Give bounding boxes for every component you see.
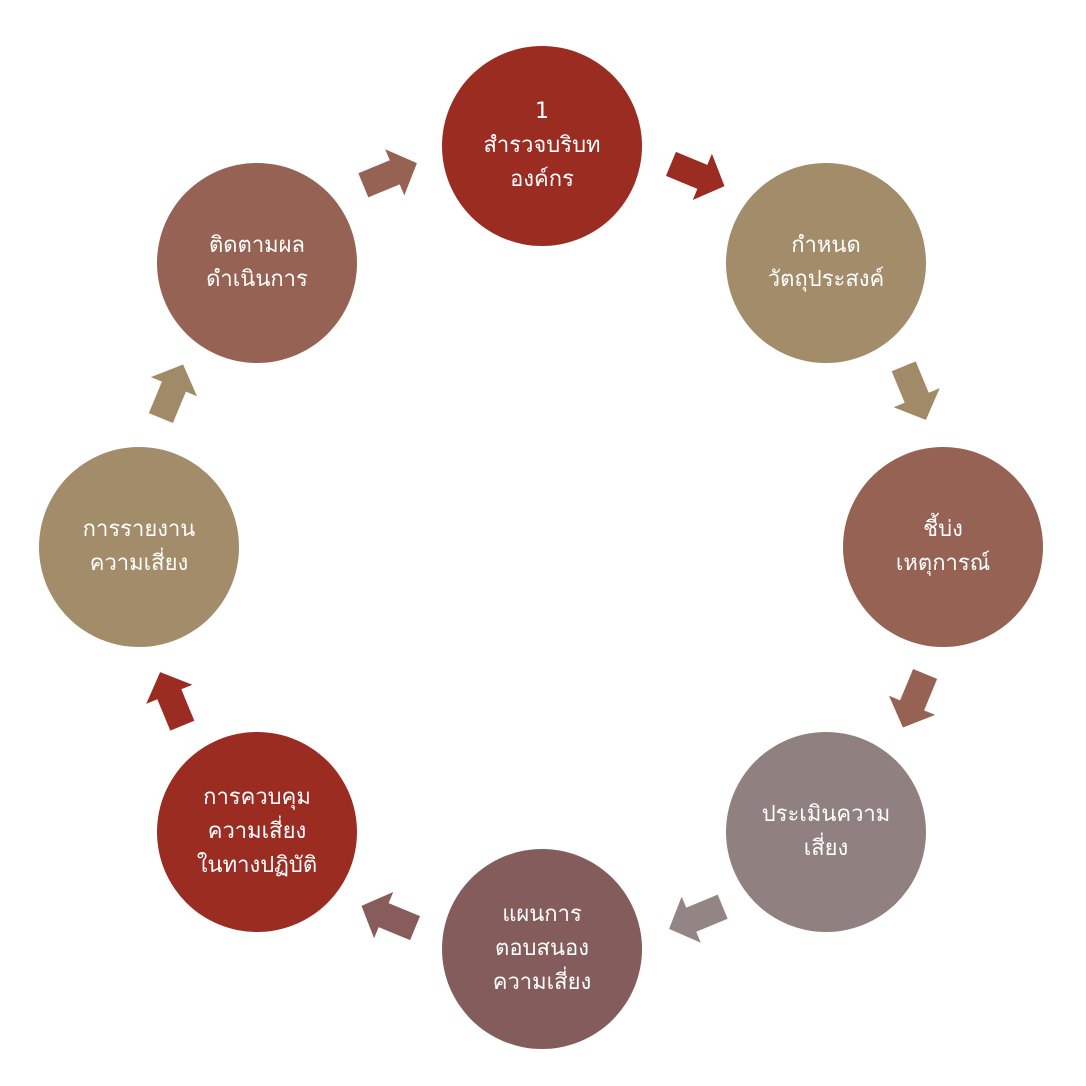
node-label-line: เสี่ยง bbox=[803, 836, 849, 861]
node-label-line: เหตุการณ์ bbox=[895, 551, 991, 576]
node-label-line: ความเสี่ยง bbox=[492, 970, 592, 995]
node-label-line: ชี้บ่ง bbox=[923, 517, 963, 542]
node-label-line: แผนการ bbox=[502, 902, 582, 927]
node-label-line: ดำเนินการ bbox=[206, 267, 308, 292]
node-monitor-results: ติดตามผลดำเนินการ bbox=[157, 163, 357, 363]
node-assess-risk: ประเมินความเสี่ยง bbox=[726, 732, 926, 932]
node-control-risk: การควบคุมความเสี่ยงในทางปฏิบัติ bbox=[157, 732, 357, 932]
node-set-objectives: กำหนดวัตถุประสงค์ bbox=[726, 163, 926, 363]
node-label-line: วัตถุประสงค์ bbox=[767, 267, 885, 292]
node-label-line: การควบคุม bbox=[203, 785, 311, 810]
arrow-1-to-2-icon bbox=[665, 151, 725, 200]
node-label-line: ในทางปฏิบัติ bbox=[196, 853, 318, 878]
node-label-line: องค์กร bbox=[510, 167, 574, 192]
arrow-6-to-7-icon bbox=[146, 672, 195, 731]
node-label-line: การรายงาน bbox=[82, 517, 196, 542]
node-identify-events: ชี้บ่งเหตุการณ์ bbox=[843, 447, 1043, 647]
arrow-8-to-1-icon bbox=[358, 149, 417, 198]
node-survey-context: 1 สำรวจบริบทองค์กร bbox=[442, 46, 642, 246]
node-label-line: สำรวจบริบท bbox=[483, 133, 601, 158]
node-label-line: ติดตามผล bbox=[208, 233, 306, 258]
node-label-line: ประเมินความ bbox=[761, 802, 891, 827]
arrow-5-to-6-icon bbox=[361, 892, 421, 941]
arrow-4-to-5-icon bbox=[669, 894, 728, 943]
node-label-line: ตอบสนอง bbox=[495, 936, 589, 961]
node-label-line: ความเสี่ยง bbox=[207, 819, 307, 844]
arrow-3-to-4-icon bbox=[889, 668, 938, 728]
arrow-7-to-8-icon bbox=[148, 364, 197, 424]
node-label-line: กำหนด bbox=[791, 233, 861, 258]
node-label-line: ความเสี่ยง bbox=[89, 551, 189, 576]
node-response-plan: แผนการตอบสนองความเสี่ยง bbox=[442, 849, 642, 1049]
arrow-2-to-3-icon bbox=[891, 361, 940, 420]
node-risk-report: การรายงานความเสี่ยง bbox=[39, 447, 239, 647]
node-label-line: 1 bbox=[535, 99, 549, 124]
